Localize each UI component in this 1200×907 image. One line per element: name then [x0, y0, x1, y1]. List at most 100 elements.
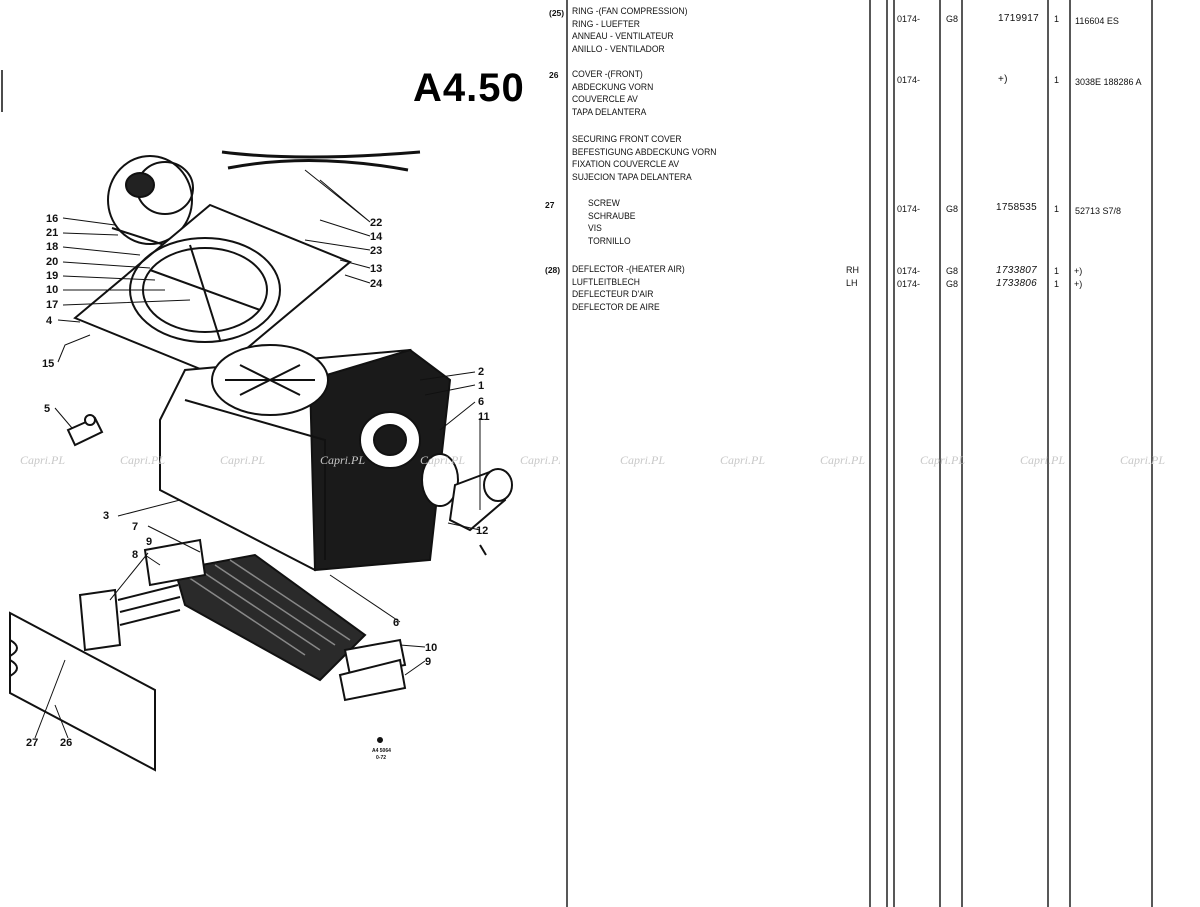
- callout: 16: [46, 213, 58, 225]
- part-ref: (25): [549, 8, 565, 18]
- part-number: 1733806: [996, 278, 1038, 289]
- desc-line-fr: ANNEAU - VENTILATEUR: [572, 31, 674, 42]
- callout: 17: [46, 299, 58, 311]
- part-ref: 26: [549, 70, 559, 80]
- callout: 9: [425, 656, 431, 668]
- callout: 15: [42, 358, 54, 370]
- part-group-heading: SECURING FRONT COVER BEFESTIGUNG ABDECKU…: [572, 134, 716, 184]
- outlet-duct: [448, 468, 513, 532]
- part-number: 1758535: [996, 202, 1038, 213]
- watermark-row: Capri.PL Capri.PL Capri.PL Capri.PL Capr…: [20, 453, 560, 467]
- callout: 11: [478, 411, 490, 423]
- part-number: +): [998, 74, 1008, 85]
- finis-code: +): [1074, 266, 1083, 276]
- callout: 14: [370, 231, 383, 243]
- watermark: Capri.PL: [20, 453, 65, 467]
- finis-code: 52713 S7/8: [1075, 206, 1122, 216]
- stamp-line: 0-72: [376, 755, 386, 761]
- finis-code: 3038E 188286 A: [1075, 77, 1142, 87]
- callout: 19: [46, 270, 58, 282]
- watermark: Capri.PL: [520, 453, 560, 467]
- finis-code: +): [1074, 279, 1083, 289]
- year-code: 0174-: [897, 279, 921, 289]
- desc-line-de: LUFTLEITBLECH: [572, 276, 640, 288]
- desc-line-fr: FIXATION COUVERCLE AV: [572, 159, 680, 170]
- heater-core: [78, 538, 407, 702]
- heater-housing: [159, 344, 459, 572]
- callout: 22: [370, 217, 382, 229]
- callout: 23: [370, 245, 382, 257]
- leader-lines: [34, 169, 481, 739]
- callout: 26: [60, 737, 72, 749]
- year-code: 0174-: [897, 266, 921, 276]
- callout: 8: [132, 549, 138, 561]
- desc-line-fr: VIS: [588, 223, 602, 234]
- callout: 9: [146, 536, 152, 548]
- heater-exploded-diagram: 16 21 18 20 19 10 17 4 15 22 14 23 13 24…: [1, 70, 560, 772]
- desc-line-de: SCHRAUBE: [588, 210, 636, 222]
- watermark: Capri.PL: [220, 453, 265, 467]
- model-code: G8: [946, 266, 959, 276]
- desc-line-fr: COUVERCLE AV: [572, 94, 638, 105]
- part-ref: 27: [545, 200, 555, 210]
- part-ref: (28): [545, 265, 561, 275]
- quantity: 1: [1054, 14, 1060, 24]
- callout: 10: [46, 284, 58, 296]
- callout: 7: [132, 521, 138, 533]
- desc-line-es: TAPA DELANTERA: [572, 106, 647, 118]
- watermark: Capri.PL: [320, 453, 365, 467]
- quantity: 1: [1054, 204, 1060, 214]
- part-number: 1719917: [998, 13, 1040, 24]
- desc-line-de: ABDECKUNG VORN: [572, 81, 654, 93]
- desc-line-en: DEFLECTOR -(HEATER AIR): [572, 264, 685, 275]
- callout: 3: [103, 510, 109, 522]
- quantity: 1: [1054, 266, 1060, 276]
- finis-code: 116604 ES: [1075, 16, 1119, 26]
- callout-labels: 16 21 18 20 19 10 17 4 15 22 14 23 13 24…: [26, 213, 490, 749]
- callout: 24: [370, 278, 383, 290]
- model-code: G8: [946, 279, 959, 289]
- drawing-stamp: A4 5064 0-72: [372, 737, 391, 761]
- callout: 5: [44, 403, 50, 415]
- quantity: 1: [1054, 75, 1060, 85]
- desc-line-en: RING -(FAN COMPRESSION): [572, 6, 688, 17]
- callout: 20: [46, 256, 58, 268]
- year-code: 0174-: [897, 14, 921, 24]
- part-description: RING -(FAN COMPRESSION) RING - LUEFTER A…: [572, 6, 687, 56]
- watermark: Capri.PL: [420, 453, 465, 467]
- desc-line-de: RING - LUEFTER: [572, 18, 640, 30]
- watermark: Capri.PL: [120, 453, 165, 467]
- callout: 12: [476, 525, 488, 537]
- model-code: G8: [946, 204, 959, 214]
- part-description: SCREW SCHRAUBE VIS TORNILLO: [588, 198, 636, 248]
- callout: 6: [478, 396, 484, 408]
- callout: 6: [393, 617, 399, 629]
- desc-line-es: ANILLO - VENTILADOR: [572, 43, 665, 55]
- desc-line-es: SUJECION TAPA DELANTERA: [572, 171, 692, 183]
- fan-motor: [107, 155, 194, 251]
- desc-line-es: TORNILLO: [588, 235, 631, 247]
- callout: 18: [46, 241, 58, 253]
- model-code: G8: [946, 14, 959, 24]
- part-description: DEFLECTOR -(HEATER AIR) LUFTLEITBLECH DE…: [572, 264, 685, 314]
- callout: 4: [46, 315, 53, 327]
- desc-line-en: COVER -(FRONT): [572, 69, 643, 80]
- part-description: COVER -(FRONT) ABDECKUNG VORN COUVERCLE …: [572, 69, 653, 119]
- callout: 10: [425, 642, 437, 654]
- callout: 13: [370, 263, 382, 275]
- desc-line-en: SECURING FRONT COVER: [572, 134, 682, 145]
- year-code: 0174-: [897, 204, 921, 214]
- callout: 21: [46, 227, 58, 239]
- desc-line-fr: DEFLECTEUR D'AIR: [572, 289, 654, 300]
- desc-line-de: BEFESTIGUNG ABDECKUNG VORN: [572, 146, 717, 158]
- desc-line-es: DEFLECTOR DE AIRE: [572, 301, 660, 313]
- callout: 27: [26, 737, 38, 749]
- page-code: A4.50: [413, 66, 525, 110]
- side-code: RH: [846, 265, 859, 275]
- year-code: 0174-: [897, 75, 921, 85]
- callout: 1: [478, 380, 484, 392]
- desc-line-en: SCREW: [588, 198, 620, 209]
- quantity: 1: [1054, 279, 1060, 289]
- front-cover-plate: [9, 611, 156, 772]
